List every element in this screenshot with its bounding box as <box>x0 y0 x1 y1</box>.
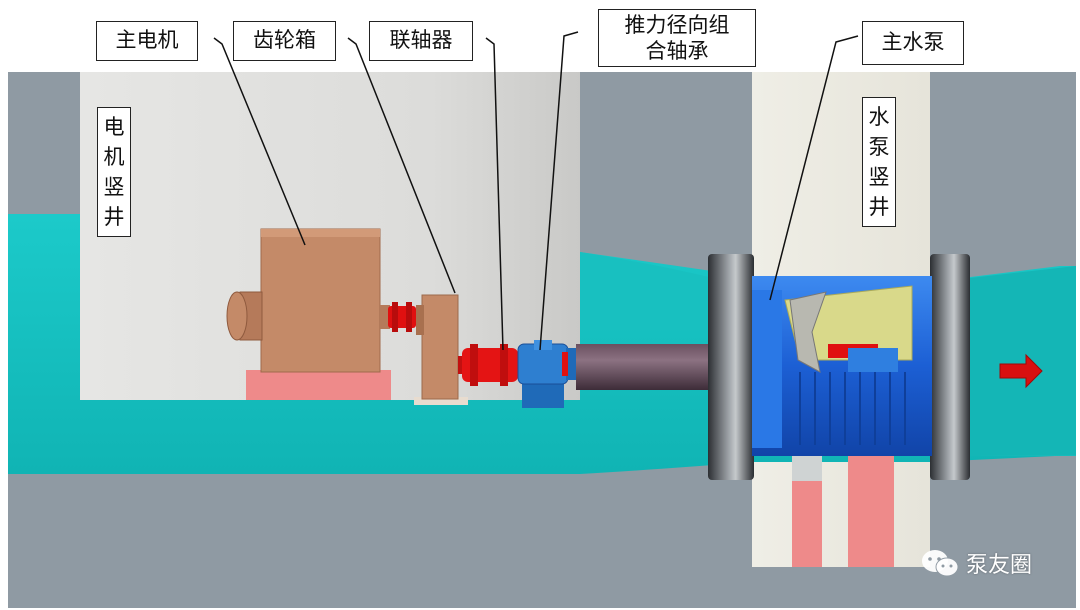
callout-thrust-bearing-line1: 推力径向组 <box>624 13 730 37</box>
pump-casing-ring <box>752 290 782 448</box>
coupling-ring <box>406 302 412 332</box>
motor-end-cap <box>226 291 248 341</box>
gearbox-side <box>416 305 424 335</box>
main-motor-body <box>260 228 381 373</box>
pump-impeller <box>789 291 827 373</box>
motor-shaft-char: 电 <box>103 115 125 139</box>
pump-outlet-flange <box>930 254 970 480</box>
callout-coupling-text: 联轴器 <box>389 28 453 52</box>
pump-shaft-char: 泵 <box>868 135 890 159</box>
pump-pedestal-right <box>848 440 894 567</box>
leader-lines <box>213 31 859 351</box>
leader-main-pump <box>769 35 859 301</box>
callout-main-pump: 主水泵 <box>862 21 964 65</box>
watermark: 泵友圈 <box>920 548 1032 578</box>
leader-thrust-bearing <box>539 31 579 351</box>
callout-thrust-bearing-line2: 合轴承 <box>645 39 709 63</box>
motor-base <box>246 370 391 400</box>
pump-inlet-flange <box>708 254 754 480</box>
leader-gearbox <box>347 37 456 294</box>
callout-main-pump-text: 主水泵 <box>881 30 945 54</box>
motor-shaft-char: 竖 <box>103 175 125 199</box>
coupling-ring <box>500 344 508 386</box>
pump-shaft-char: 竖 <box>868 165 890 189</box>
gearbox-body <box>421 294 459 400</box>
callout-gearbox-text: 齿轮箱 <box>253 28 316 52</box>
motor-shaft-char: 机 <box>103 145 125 169</box>
callout-gearbox: 齿轮箱 <box>233 21 336 61</box>
bearing-collar <box>566 348 578 380</box>
flow-direction-arrow <box>999 353 1043 389</box>
main-motor-top <box>261 229 380 237</box>
watermark-text: 泵友圈 <box>966 553 1033 578</box>
coupling-ring <box>470 344 478 386</box>
leader-coupling <box>485 37 504 351</box>
callout-coupling: 联轴器 <box>369 21 473 61</box>
bearing-red-ring <box>562 352 568 376</box>
outlet-cone <box>970 266 1076 456</box>
gearbox-base <box>414 397 468 405</box>
pump-shaft-char: 井 <box>868 195 890 219</box>
motor-shaft-char: 井 <box>103 205 125 229</box>
drive-shaft-tube <box>576 344 716 390</box>
leader-main-motor <box>213 37 306 246</box>
coupling-ring <box>392 302 398 332</box>
label-pump-shaft: 水 泵 竖 井 <box>862 97 896 227</box>
wechat-icon <box>922 550 959 577</box>
pump-ribs <box>799 372 906 445</box>
callout-main-motor-text: 主电机 <box>115 28 179 52</box>
callout-thrust-bearing: 推力径向组 合轴承 <box>598 9 756 67</box>
label-motor-shaft: 电 机 竖 井 <box>97 107 131 237</box>
bearing-cap <box>534 340 552 350</box>
pump-hub-blue <box>848 348 898 372</box>
pump-pedestal-left-top <box>792 455 822 481</box>
motor-output-stub <box>380 305 390 329</box>
callout-main-motor: 主电机 <box>96 21 198 61</box>
pump-shaft-char: 水 <box>868 105 890 129</box>
